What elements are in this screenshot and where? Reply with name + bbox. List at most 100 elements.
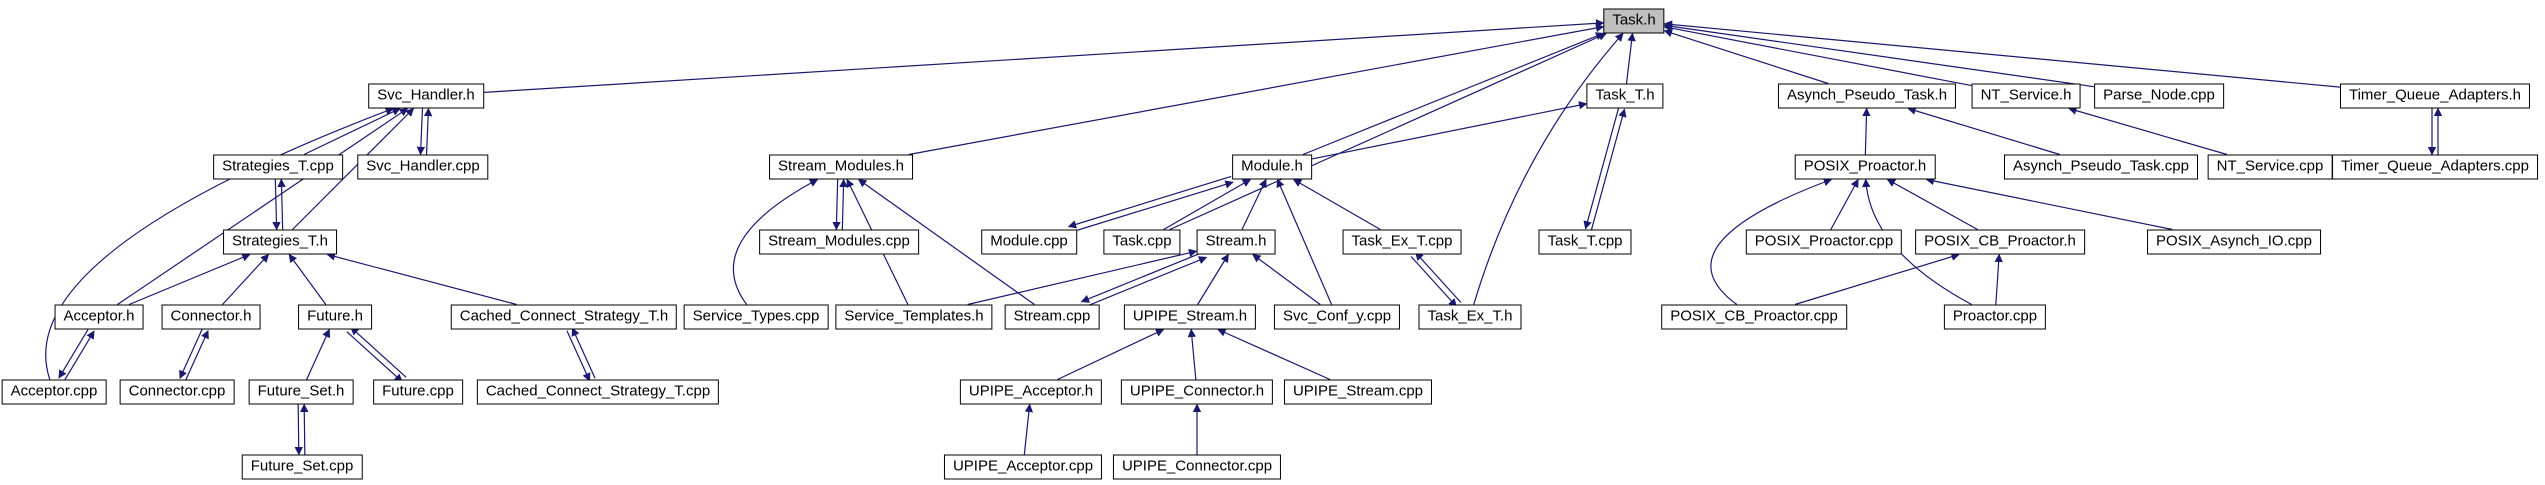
include-edge	[1925, 176, 2173, 231]
graph-node-asynch-pseudo-task-h[interactable]: Asynch_Pseudo_Task.h	[1777, 83, 1957, 109]
include-edge	[1590, 108, 1627, 231]
graph-node-cached-connect-strategy-t-cpp[interactable]: Cached_Connect_Strategy_T.cpp	[476, 379, 720, 405]
graph-node-svc-handler-h[interactable]: Svc_Handler.h	[368, 83, 484, 109]
include-edge	[832, 179, 841, 231]
graph-node-future-h[interactable]: Future.h	[298, 304, 372, 330]
include-edge	[1057, 328, 1165, 381]
graph-node-svc-handler-cpp[interactable]: Svc_Handler.cpp	[357, 154, 489, 180]
include-edge	[1710, 178, 1833, 305]
include-edge	[179, 328, 204, 380]
graph-node-nt-service-h[interactable]: NT_Service.h	[1971, 83, 2081, 109]
graph-node-posix-cb-proactor-h[interactable]: POSIX_CB_Proactor.h	[1915, 229, 2085, 255]
graph-node-task-ex-t-h[interactable]: Task_Ex_T.h	[1418, 304, 1522, 330]
graph-node-service-types-cpp[interactable]: Service_Types.cpp	[683, 304, 829, 330]
graph-node-parse-node-cpp[interactable]: Parse_Node.cpp	[2094, 83, 2224, 109]
include-edge	[1663, 20, 2341, 88]
graph-node-module-cpp[interactable]: Module.cpp	[981, 229, 1077, 255]
graph-node-connector-h[interactable]: Connector.h	[161, 304, 261, 330]
include-edge	[1830, 178, 1859, 230]
graph-node-task-cpp[interactable]: Task.cpp	[1103, 229, 1181, 255]
include-edge	[1187, 328, 1197, 380]
graph-node-future-cpp[interactable]: Future.cpp	[373, 379, 463, 405]
graph-node-nt-service-cpp[interactable]: NT_Service.cpp	[2207, 154, 2333, 180]
include-edge	[1023, 403, 1034, 455]
graph-node-task-t-cpp[interactable]: Task_T.cpp	[1538, 229, 1632, 255]
include-edge	[63, 330, 95, 382]
graph-node-upipe-stream-h[interactable]: UPIPE_Stream.h	[1123, 304, 1257, 330]
include-edge	[272, 179, 281, 231]
graph-node-task-ex-t-cpp[interactable]: Task_Ex_T.cpp	[1342, 229, 1462, 255]
include-edge	[184, 329, 209, 381]
include-edge	[857, 179, 1035, 305]
include-edge	[1169, 32, 1607, 231]
include-edge	[294, 404, 303, 456]
include-edge	[1625, 32, 1636, 84]
include-edge	[1794, 252, 1960, 306]
include-edge	[45, 107, 394, 380]
include-edge	[277, 178, 286, 230]
include-edge	[1241, 178, 1267, 230]
graph-node-future-set-cpp[interactable]: Future_Set.cpp	[241, 454, 363, 480]
graph-node-task-h[interactable]: Task.h	[1603, 8, 1665, 34]
graph-node-stream-modules-h[interactable]: Stream_Modules.h	[769, 154, 913, 180]
include-edge	[1473, 32, 1624, 305]
include-edge	[1410, 256, 1458, 308]
include-edge	[1197, 253, 1229, 305]
graph-node-upipe-acceptor-h[interactable]: UPIPE_Acceptor.h	[959, 379, 1103, 405]
graph-node-timer-queue-adapters-cpp[interactable]: Timer_Queue_Adapters.cpp	[2332, 154, 2538, 180]
graph-node-task-t-h[interactable]: Task_T.h	[1586, 83, 1664, 109]
graph-node-stream-h[interactable]: Stream.h	[1196, 229, 1276, 255]
graph-node-upipe-stream-cpp[interactable]: UPIPE_Stream.cpp	[1283, 379, 1433, 405]
graph-node-posix-proactor-h[interactable]: POSIX_Proactor.h	[1794, 154, 1936, 180]
include-edge	[1414, 251, 1462, 303]
include-edge	[416, 108, 426, 156]
graph-node-connector-cpp[interactable]: Connector.cpp	[119, 379, 235, 405]
include-edge	[1276, 178, 1333, 305]
graph-node-proactor-cpp[interactable]: Proactor.cpp	[1943, 304, 2047, 330]
include-edge	[571, 327, 596, 379]
graph-node-timer-queue-adapters-h[interactable]: Timer_Queue_Adapters.h	[2339, 83, 2531, 109]
include-edge	[303, 107, 401, 156]
include-edge	[483, 19, 1605, 93]
graph-node-upipe-connector-h[interactable]: UPIPE_Connector.h	[1120, 379, 1274, 405]
include-edge	[58, 327, 90, 379]
include-edge	[967, 248, 1198, 306]
include-edge	[128, 253, 251, 306]
include-edge	[1663, 24, 1972, 87]
graph-node-posix-asynch-io-cpp[interactable]: POSIX_Asynch_IO.cpp	[2147, 229, 2321, 255]
graph-node-strategies-t-cpp[interactable]: Strategies_T.cpp	[213, 154, 343, 180]
graph-node-upipe-connector-cpp[interactable]: UPIPE_Connector.cpp	[1112, 454, 1282, 480]
include-edge	[1311, 101, 1588, 160]
include-edge	[1163, 178, 1252, 231]
graph-node-acceptor-cpp[interactable]: Acceptor.cpp	[1, 379, 107, 405]
graph-node-upipe-acceptor-cpp[interactable]: UPIPE_Acceptor.cpp	[943, 454, 1103, 480]
include-edge	[1083, 256, 1208, 308]
include-edge	[306, 328, 331, 380]
graph-node-module-h[interactable]: Module.h	[1232, 154, 1312, 180]
include-edge	[1070, 180, 1234, 233]
graph-node-stream-cpp[interactable]: Stream.cpp	[1004, 304, 1100, 330]
include-edge	[1994, 253, 2003, 305]
include-edge	[300, 403, 309, 455]
graph-node-future-set-h[interactable]: Future_Set.h	[248, 379, 354, 405]
graph-node-asynch-pseudo-task-cpp[interactable]: Asynch_Pseudo_Task.cpp	[2004, 154, 2198, 180]
include-edge	[908, 23, 1605, 156]
graph-node-stream-modules-cpp[interactable]: Stream_Modules.cpp	[759, 229, 919, 255]
include-edge	[288, 253, 327, 305]
include-edge	[1217, 328, 1331, 381]
graph-node-service-templates-h[interactable]: Service_Templates.h	[835, 304, 993, 330]
include-edge	[1252, 253, 1321, 305]
include-edge	[1583, 107, 1620, 230]
graph-node-acceptor-h[interactable]: Acceptor.h	[54, 304, 144, 330]
include-edge	[1862, 107, 1871, 155]
graph-node-posix-proactor-cpp[interactable]: POSIX_Proactor.cpp	[1745, 229, 1903, 255]
graph-node-svc-conf-y-cpp[interactable]: Svc_Conf_y.cpp	[1273, 304, 1401, 330]
graph-node-cached-connect-strategy-t-h[interactable]: Cached_Connect_Strategy_T.h	[450, 304, 678, 330]
include-edge	[1080, 251, 1205, 303]
graph-node-strategies-t-h[interactable]: Strategies_T.h	[223, 229, 337, 255]
graph-node-posix-cb-proactor-cpp[interactable]: POSIX_CB_Proactor.cpp	[1661, 304, 1847, 330]
include-edge	[566, 330, 591, 382]
include-edge	[222, 253, 270, 305]
